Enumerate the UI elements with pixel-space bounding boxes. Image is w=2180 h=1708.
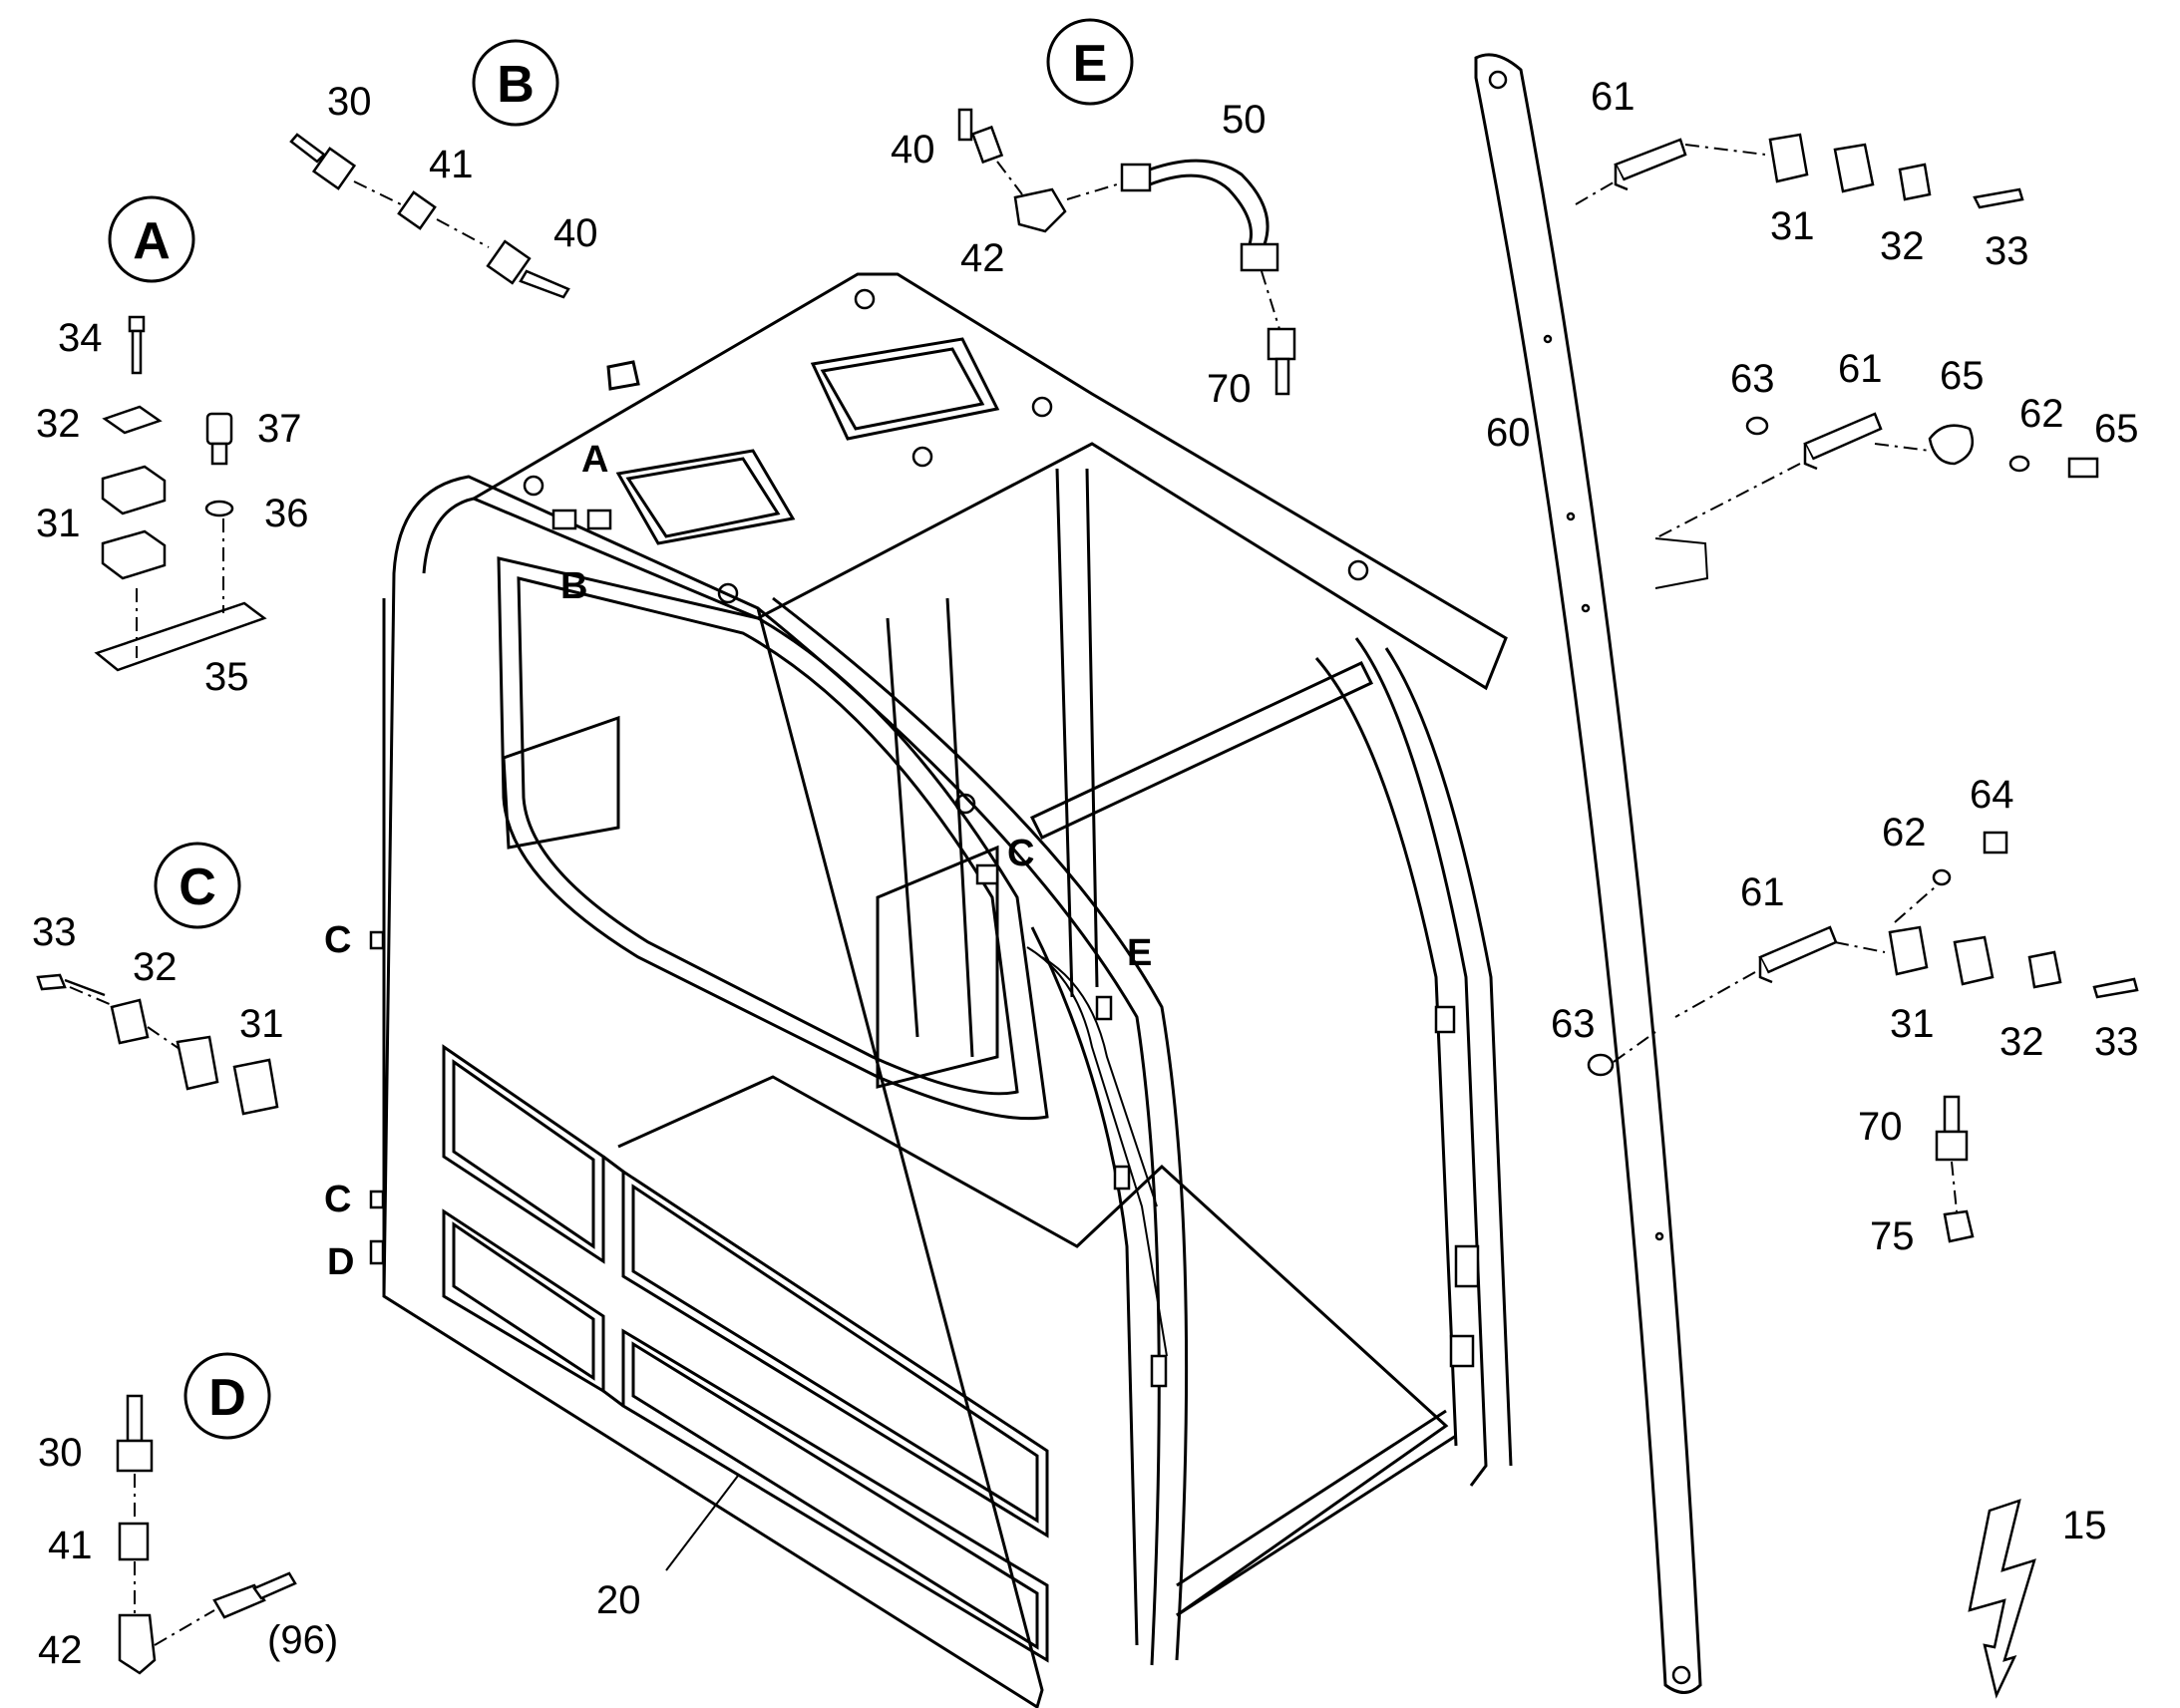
part-label: 33 (1985, 229, 2029, 273)
cab-callout-c-left-2: C (324, 1179, 351, 1220)
part-label: 70 (1207, 367, 1252, 411)
part-label: 50 (1222, 98, 1267, 142)
svg-text:C: C (179, 858, 216, 916)
part-label: 34 (58, 316, 103, 360)
part-label: 42 (38, 1628, 83, 1672)
detail-marker-b: B (472, 39, 559, 127)
part-label: 32 (36, 402, 81, 446)
svg-text:E: E (1073, 35, 1108, 93)
part-label: 64 (1970, 773, 2014, 817)
part-label: 40 (553, 211, 598, 255)
detail-d-parts (116, 1394, 297, 1675)
part-label: 65 (2094, 407, 2139, 451)
cab-callout-c-left-1: C (324, 919, 351, 961)
part-label: 65 (1940, 354, 1985, 398)
right-bottom-parts (1587, 831, 2139, 1243)
part-label: 42 (960, 236, 1005, 280)
part-label: 30 (327, 80, 372, 124)
part-label: 31 (1890, 1002, 1935, 1046)
part-label: 63 (1551, 1002, 1596, 1046)
part-label: 32 (1999, 1020, 2044, 1064)
detail-e-parts (957, 108, 1296, 396)
part-label: 62 (1882, 811, 1927, 854)
svg-text:B: B (497, 56, 535, 114)
part-label-symbol: 15 (2062, 1504, 2107, 1547)
part-label: 75 (1870, 1214, 1915, 1258)
part-label: 61 (1740, 870, 1785, 914)
part-label: 31 (36, 502, 81, 545)
svg-text:D: D (208, 1369, 246, 1427)
detail-a-parts (94, 315, 267, 672)
part-label: 31 (1770, 204, 1815, 248)
part-label: 61 (1838, 347, 1883, 391)
part-label: 41 (48, 1524, 93, 1567)
part-label: 36 (264, 492, 309, 535)
right-mid-parts (1654, 412, 2099, 589)
part-label-cab: 20 (596, 1578, 641, 1622)
cab-callout-e-right: E (1127, 932, 1152, 974)
svg-text:A: A (133, 212, 171, 270)
part-label: 33 (32, 910, 77, 954)
part-label: 32 (133, 945, 178, 989)
part-label: 63 (1730, 357, 1775, 401)
cab-callout-a: A (581, 439, 608, 481)
part-label: 62 (2019, 392, 2064, 436)
part-label: 31 (239, 1002, 284, 1046)
detail-b-parts (289, 133, 570, 299)
part-label: 41 (429, 143, 474, 186)
part-label: 35 (204, 655, 249, 699)
part-label: 37 (257, 407, 302, 451)
cab-callout-c-top: C (1007, 833, 1034, 874)
cab-callout-d-left: D (327, 1241, 354, 1283)
detail-marker-a: A (108, 195, 195, 283)
part-label: 33 (2094, 1020, 2139, 1064)
detail-marker-c: C (154, 842, 241, 929)
cab-callout-b: B (560, 565, 587, 607)
part-label: 32 (1880, 224, 1925, 268)
detail-marker-e: E (1046, 18, 1134, 106)
part-label: (96) (267, 1618, 338, 1662)
part-label: 61 (1591, 75, 1635, 119)
cab-frame (369, 272, 1513, 1708)
lightning-bolt-icon (1968, 1499, 2036, 1699)
curved-rail (1474, 53, 1702, 1694)
part-label-rail: 60 (1486, 411, 1531, 455)
part-label: 70 (1858, 1105, 1903, 1149)
right-top-parts (1575, 133, 2024, 209)
detail-c-parts (36, 973, 279, 1116)
detail-marker-d: D (183, 1352, 271, 1440)
part-label: 30 (38, 1431, 83, 1475)
part-label: 40 (891, 128, 935, 171)
